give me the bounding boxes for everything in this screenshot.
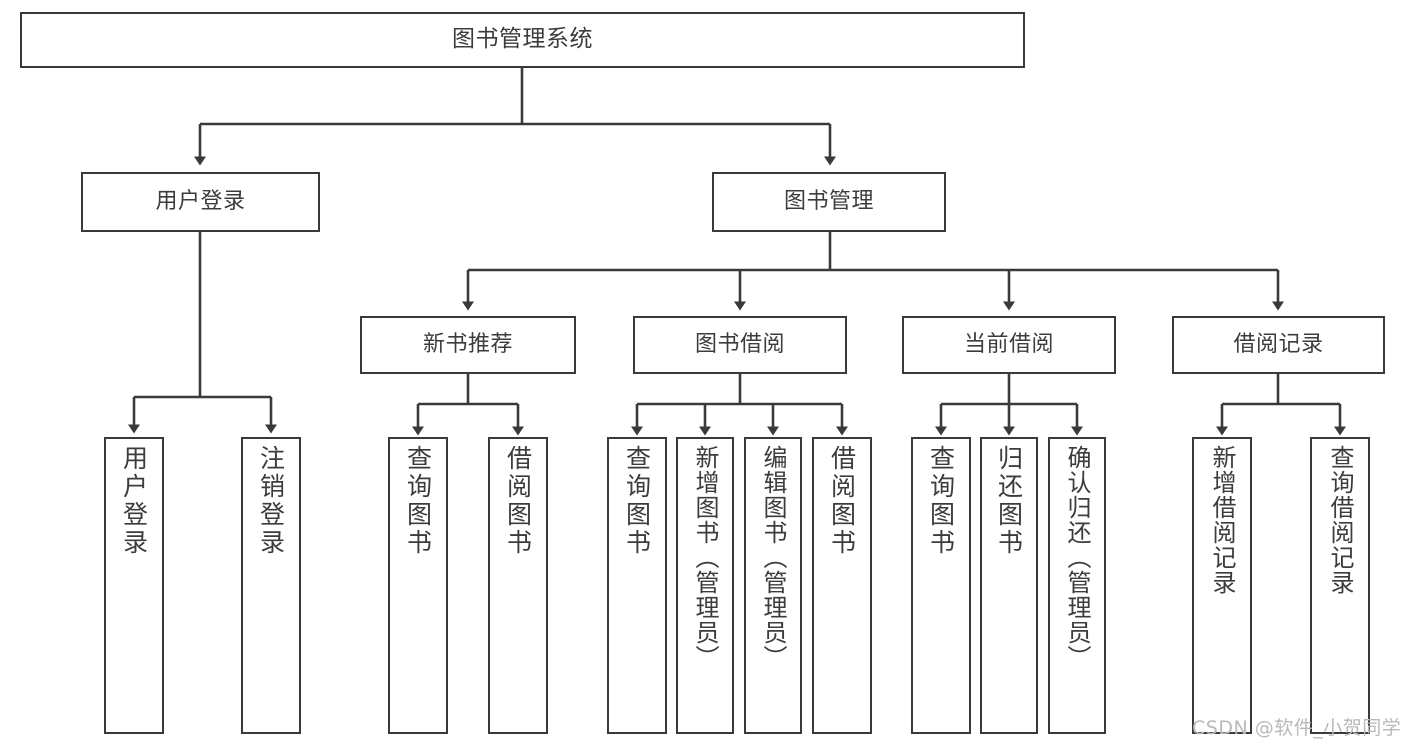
node-leaf-add-record[interactable]: 新增借阅记录 (1192, 437, 1252, 734)
node-leaf-query-book-2[interactable]: 查询图书 (607, 437, 667, 734)
node-leaf-query-book-1-label: 查询图书 (403, 445, 433, 557)
node-leaf-query-book-1[interactable]: 查询图书 (388, 437, 448, 734)
node-root-system-label: 图书管理系统 (452, 26, 593, 53)
csdn-watermark: CSDN @软件_小贺同学 (1192, 717, 1402, 739)
node-borrow-record-label: 借阅记录 (1233, 332, 1324, 358)
node-user-login-label: 用户登录 (155, 189, 246, 215)
node-book-manage[interactable]: 图书管理 (712, 172, 946, 232)
node-leaf-borrow-book-2[interactable]: 借阅图书 (812, 437, 872, 734)
node-leaf-user-login[interactable]: 用户登录 (104, 437, 164, 734)
node-leaf-borrow-book-1[interactable]: 借阅图书 (488, 437, 548, 734)
node-leaf-user-login-label: 用户登录 (119, 445, 149, 557)
node-leaf-query-book-2-label: 查询图书 (622, 445, 652, 557)
node-leaf-add-book[interactable]: 新增图书（管理员） (676, 437, 734, 734)
node-leaf-query-record[interactable]: 查询借阅记录 (1310, 437, 1370, 734)
node-new-book-rec-label: 新书推荐 (422, 332, 513, 358)
node-leaf-query-book-3[interactable]: 查询图书 (911, 437, 971, 734)
node-leaf-confirm-return-label: 确认归还（管理员） (1063, 445, 1091, 670)
node-leaf-user-logout-label: 注销登录 (256, 445, 286, 557)
node-root-system[interactable]: 图书管理系统 (20, 12, 1025, 68)
node-leaf-borrow-book-1-label: 借阅图书 (503, 445, 533, 557)
node-book-borrow-label: 图书借阅 (694, 332, 785, 358)
node-leaf-confirm-return[interactable]: 确认归还（管理员） (1048, 437, 1106, 734)
node-current-borrow-label: 当前借阅 (963, 332, 1054, 358)
node-leaf-add-record-label: 新增借阅记录 (1208, 445, 1236, 595)
node-leaf-edit-book-label: 编辑图书（管理员） (759, 445, 787, 670)
node-leaf-edit-book[interactable]: 编辑图书（管理员） (744, 437, 802, 734)
node-new-book-rec[interactable]: 新书推荐 (360, 316, 576, 374)
node-leaf-user-logout[interactable]: 注销登录 (241, 437, 301, 734)
node-leaf-query-book-3-label: 查询图书 (926, 445, 956, 557)
node-leaf-query-record-label: 查询借阅记录 (1326, 445, 1354, 595)
node-book-borrow[interactable]: 图书借阅 (633, 316, 847, 374)
node-leaf-add-book-label: 新增图书（管理员） (691, 445, 719, 670)
node-current-borrow[interactable]: 当前借阅 (902, 316, 1116, 374)
node-book-manage-label: 图书管理 (783, 189, 874, 215)
node-leaf-borrow-book-2-label: 借阅图书 (827, 445, 857, 557)
node-leaf-return-book-label: 归还图书 (994, 445, 1024, 557)
node-user-login[interactable]: 用户登录 (81, 172, 320, 232)
node-borrow-record[interactable]: 借阅记录 (1172, 316, 1385, 374)
node-leaf-return-book[interactable]: 归还图书 (980, 437, 1038, 734)
